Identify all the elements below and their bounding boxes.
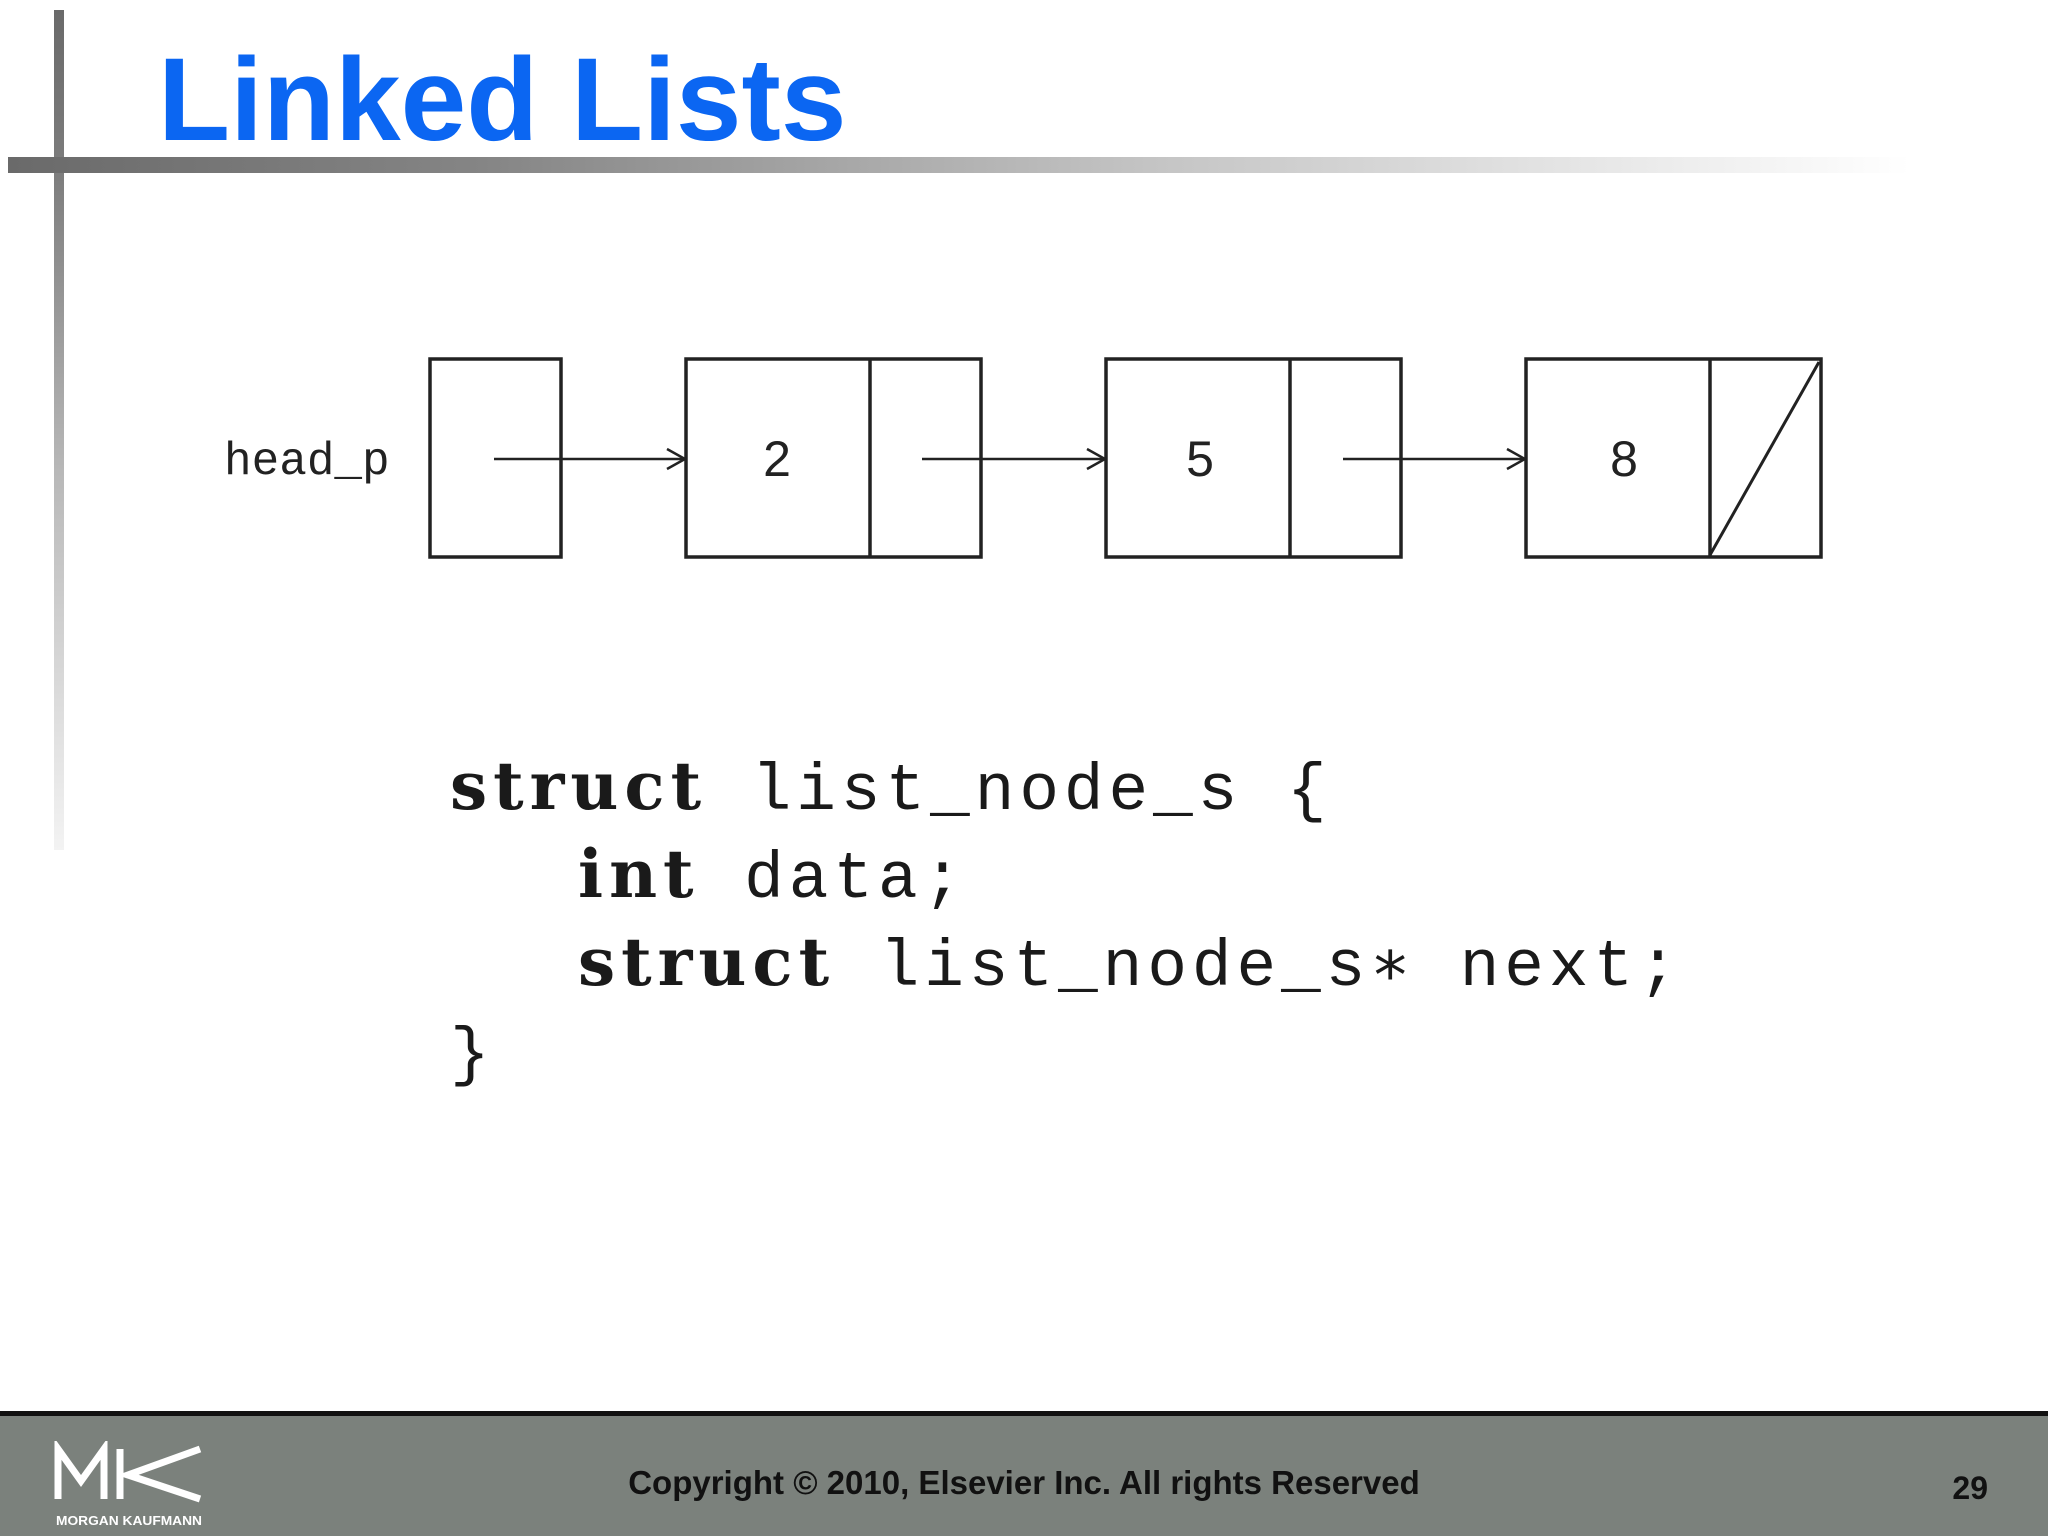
struct-code-block: struct list_node_s { int data; struct li… [450,742,1683,1094]
code-line: struct list_node_s∗ next; [450,918,1683,1006]
code-line: int data; [450,830,1683,918]
code-text: data; [699,842,968,917]
code-text: list_node_s∗ next; [835,930,1683,1005]
code-keyword: struct [450,747,708,825]
left-accent-bar [54,10,64,850]
code-keyword: struct [578,923,836,1001]
code-text: list_node_s { [707,754,1332,829]
node-value: 2 [763,431,791,487]
code-line: struct list_node_s { [450,742,1683,830]
logo-text: MORGAN KAUFMANN [56,1514,202,1528]
code-text: } [450,1018,495,1093]
null-pointer-slash [1708,361,1821,556]
morgan-kaufmann-logo-icon: MORGAN KAUFMANN [54,1441,202,1528]
node-value: 8 [1610,431,1638,487]
code-line: } [450,1006,1683,1094]
slide-title: Linked Lists [158,34,847,166]
slide-footer: MORGAN KAUFMANN Copyright © 2010, Elsevi… [0,1411,2048,1536]
title-underline-bar [8,157,1910,173]
copyright-text: Copyright © 2010, Elsevier Inc. All righ… [628,1464,1420,1501]
head-pointer-label: head_p [224,436,390,488]
node-value: 5 [1186,431,1214,487]
page-number: 29 [1952,1470,1988,1506]
code-keyword: int [578,835,700,913]
list-node-box [1524,357,1823,559]
